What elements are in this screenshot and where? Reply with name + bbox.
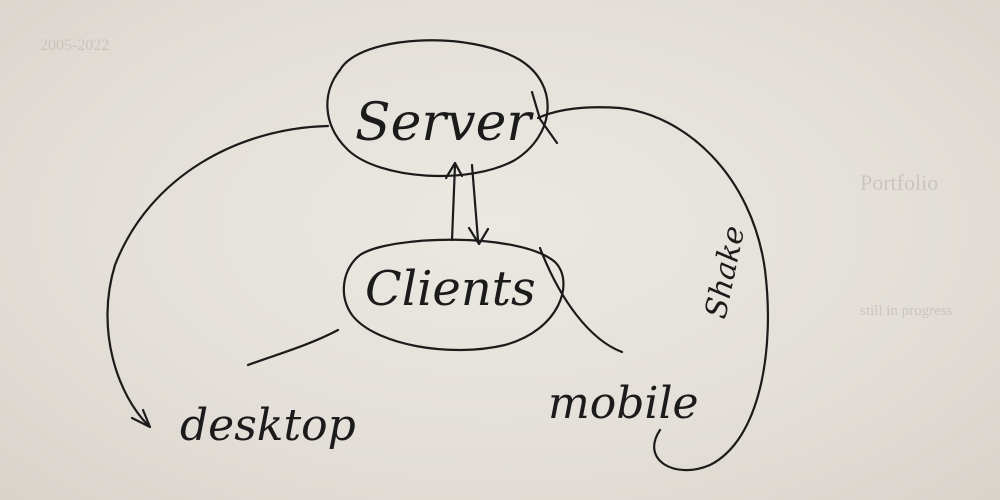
server-ellipse [326,39,549,178]
ghost-portfolio-heading: Portfolio [860,170,938,195]
up-arrow-line [450,163,457,242]
server-label: Server [355,93,534,153]
left-arc [106,124,330,427]
down-arrow-head [467,226,490,246]
clients-node: Clients [342,238,565,352]
ghost-date: 2005-2022 [40,37,109,54]
right-arc-arrowhead [530,90,559,145]
down-arrow-line [470,163,480,242]
clients-ellipse [342,238,565,352]
clients-to-desktop-line [246,328,340,367]
ghost-progress-note: still in progress [860,303,953,319]
bleed-through-text: 2005-2022 Portfolio still in progress [40,37,953,319]
mobile-label: mobile [548,378,699,429]
server-client-link [444,161,490,246]
left-arc-arrowhead [130,408,152,429]
right-arc [536,106,770,472]
up-arrow-head [444,161,464,180]
clients-label: Clients [365,261,536,317]
server-node: Server [326,39,549,178]
clients-to-mobile-line [538,246,624,354]
shake-label: Shake [699,223,753,322]
server-to-desktop-arc [106,124,330,429]
desktop-label: desktop [180,400,356,451]
